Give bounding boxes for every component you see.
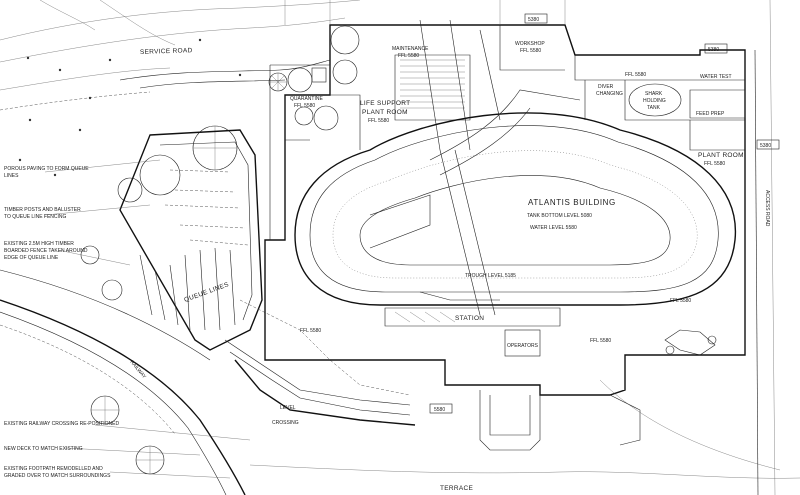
note-fence-2: BOARDED FENCE TAKEN AROUND xyxy=(4,248,88,254)
shark-holding-tank xyxy=(628,83,682,117)
level-5580-box xyxy=(429,403,453,414)
maintenance-ffl: FFL 5580 xyxy=(398,53,419,59)
maintenance-stairs xyxy=(394,19,501,151)
terrace-label: TERRACE xyxy=(440,485,474,492)
building-outline xyxy=(264,24,746,396)
level-label: LEVEL xyxy=(280,405,296,411)
access-road-label: ACCESS ROAD xyxy=(764,190,770,227)
level-tag-top-box xyxy=(524,13,548,24)
survey-points xyxy=(18,38,242,177)
note-timber-posts-1: TIMBER POSTS AND BALUSTER xyxy=(4,207,81,213)
note-porous-paving-1: POROUS PAVING TO FORM QUEUE xyxy=(4,166,89,172)
ffl-right: FFL 5580 xyxy=(670,298,691,304)
level-tag-right-1-box xyxy=(704,43,728,54)
quarantine-stair xyxy=(268,67,327,92)
water-test-label: WATER TEST xyxy=(700,74,732,80)
shark-tank-label-1: SHARK xyxy=(645,91,663,97)
ride-track xyxy=(294,89,737,316)
tank-bottom-level: TANK BOTTOM LEVEL 5080 xyxy=(527,213,592,219)
level-tag-right-1: 5380 xyxy=(708,47,719,53)
access-road-edge xyxy=(754,0,776,495)
seating-cluster xyxy=(664,329,717,356)
quarantine-ffl: FFL 5580 xyxy=(294,103,315,109)
station-platform xyxy=(384,291,561,327)
level-tag-right-2: 5380 xyxy=(760,143,771,149)
note-fence-1: EXISTING 2.5M HIGH TIMBER xyxy=(4,241,74,247)
operators-label: OPERATORS xyxy=(507,343,539,349)
life-support-label-1: LIFE SUPPORT xyxy=(360,100,410,107)
note-footpath-2: GRADED OVER TO MATCH SURROUNDINGS xyxy=(4,473,111,479)
service-road-label: SERVICE ROAD xyxy=(140,47,193,56)
level-tag-top: 5380 xyxy=(528,17,539,23)
ffl-center: FFL 5580 xyxy=(590,338,611,344)
workshop-ffl: FFL 5580 xyxy=(520,48,541,54)
note-fence-3: EDGE OF QUEUE LINE xyxy=(4,255,59,261)
workshop-label: WORKSHOP xyxy=(515,41,545,47)
entrance-canopy xyxy=(479,390,641,451)
diver-ffl: FFL 5580 xyxy=(625,72,646,78)
shark-tank-label-2: HOLDING xyxy=(643,98,666,104)
contour-lines xyxy=(0,0,361,111)
plant-room-label: PLANT ROOM xyxy=(698,152,744,159)
queue-lines-label: QUEUE LINES xyxy=(183,281,230,304)
tree-symbols xyxy=(80,25,360,475)
feed-prep-label: FEED PREP xyxy=(696,111,725,117)
plant-room-ffl: FFL 5580 xyxy=(704,161,725,167)
queue-lines xyxy=(119,129,416,426)
station-label: STATION xyxy=(455,315,484,322)
grid-lines xyxy=(284,0,566,25)
terrace-edge xyxy=(249,379,800,479)
maintenance-label: MAINTENANCE xyxy=(392,46,429,52)
ffl-left: FFL 5580 xyxy=(300,328,321,334)
level-tag-right-2-box xyxy=(756,139,780,150)
level-5580-tag: 5580 xyxy=(434,407,445,413)
note-timber-posts-2: TO QUEUE LINE FENCING xyxy=(4,214,67,220)
shark-tank-label-3: TANK xyxy=(647,105,661,111)
life-support-ffl: FFL 5580 xyxy=(368,118,389,124)
note-footpath-1: EXISTING FOOTPATH REMODELLED AND xyxy=(4,466,103,472)
railway-label: RAILWAY xyxy=(128,359,147,380)
note-porous-paving-2: LINES xyxy=(4,173,19,179)
life-support-label-2: PLANT ROOM xyxy=(362,109,408,116)
crossing-label: CROSSING xyxy=(272,420,299,426)
diver-changing-label-1: DIVER xyxy=(598,84,614,90)
note-railway-crossing: EXISTING RAILWAY CROSSING RE-POSITIONED xyxy=(4,421,119,427)
trough-level: TROUGH LEVEL 5185 xyxy=(465,273,516,279)
note-new-deck: NEW DECK TO MATCH EXISTING xyxy=(4,446,83,452)
water-level: WATER LEVEL 5580 xyxy=(530,225,577,231)
atlantis-building-label: ATLANTIS BUILDING xyxy=(528,198,616,207)
diver-changing-label-2: CHANGING xyxy=(596,91,623,97)
railway-track xyxy=(0,269,246,495)
operators-booth xyxy=(504,329,541,357)
annotation-leaders xyxy=(44,159,251,479)
quarantine-label: QUARANTINE xyxy=(290,96,323,102)
